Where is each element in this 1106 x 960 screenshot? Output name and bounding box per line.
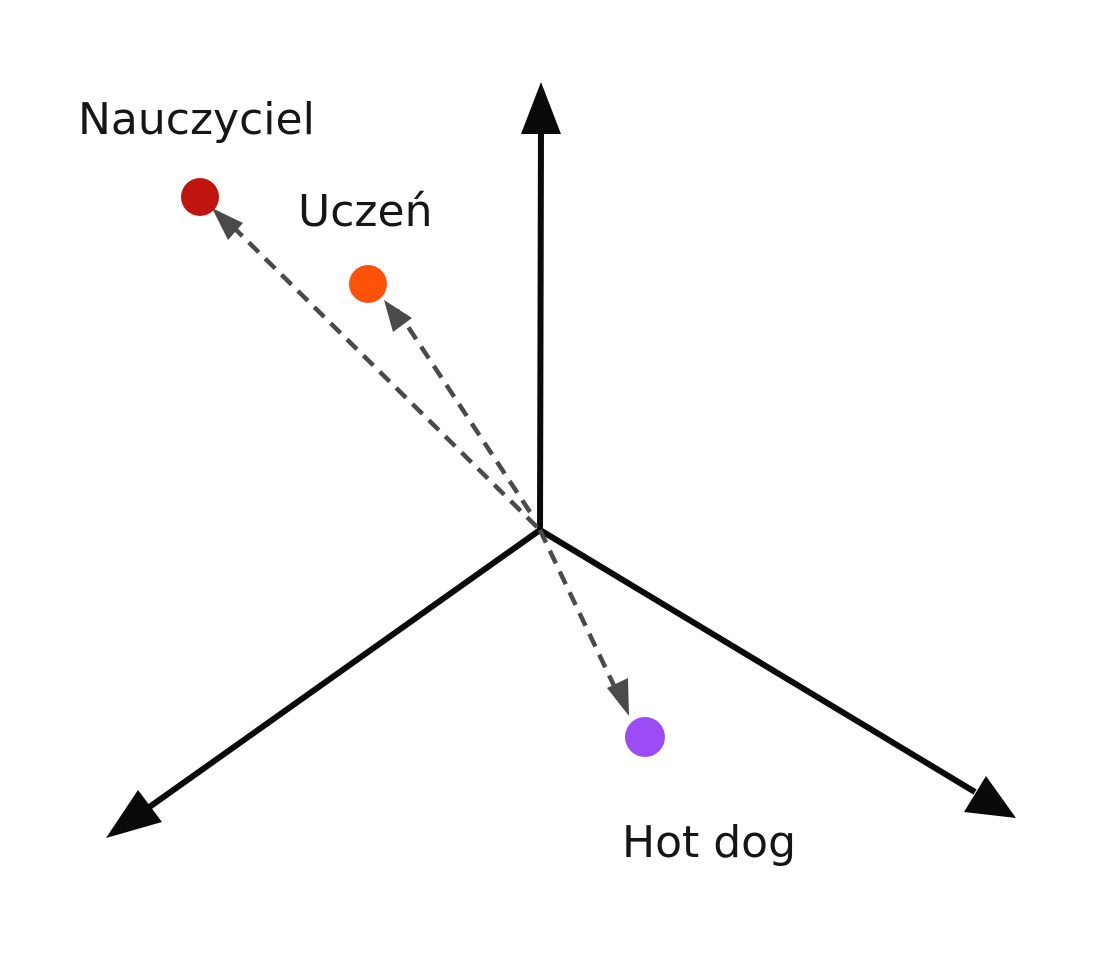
axis-vertical-arrowhead (521, 82, 561, 134)
axis-vertical (537, 127, 544, 531)
point-nauczyciel (181, 178, 219, 216)
vector-nauczyciel (220, 214, 539, 529)
axis-left-arrowhead (106, 790, 162, 838)
vector-uczen (395, 308, 532, 514)
vector-uczen-arrowhead (384, 300, 412, 332)
label-hotdog: Hot dog (622, 817, 796, 868)
embedding-vectors (212, 208, 629, 716)
vector-nauczyciel-arrowhead (212, 208, 243, 240)
point-uczen (349, 265, 387, 303)
point-hotdog (625, 717, 665, 757)
label-nauczyciel: Nauczyciel (78, 94, 315, 145)
vector-hotdog-arrowhead (607, 678, 629, 716)
axis-left (146, 527, 542, 811)
axis-right-arrowhead (964, 776, 1016, 818)
label-uczen: Uczeń (298, 186, 432, 237)
axis-right (538, 527, 977, 795)
point-labels: Nauczyciel Uczeń Hot dog (78, 94, 796, 868)
coordinate-axes (106, 82, 1016, 838)
data-points (181, 178, 665, 757)
vector-hotdog (537, 529, 620, 693)
